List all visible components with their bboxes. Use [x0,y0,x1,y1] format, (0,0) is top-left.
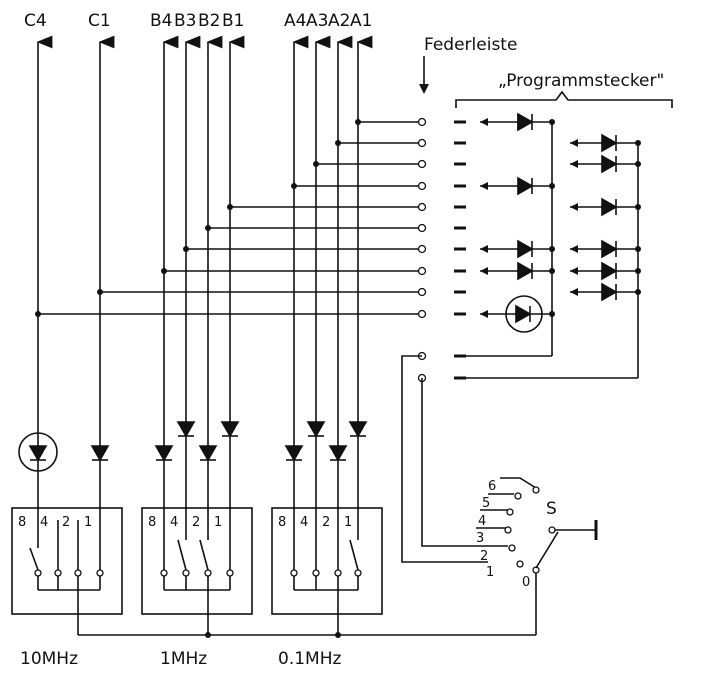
pos-label: 4 [170,515,178,530]
switch-block-10mhz: 8 4 2 1 10MHz [11,507,123,669]
federleiste-label: Federleiste [424,35,517,55]
federleiste-terminals [417,117,427,383]
block-label-1mhz: 1MHz [160,649,207,669]
pos-label: 2 [322,515,330,530]
federleiste-arrow [419,56,429,94]
switch-block-01mhz: 8 4 2 1 0.1MHz [271,507,383,669]
rotary-pos-4: 4 [478,514,486,529]
programmstecker-label: „Programmstecker" [498,71,664,91]
pos-label: 2 [62,515,70,530]
rotary-switch-label: S [546,499,557,519]
rotary-pos-0: 0 [522,575,530,590]
line-label-a1: A1 [350,11,372,31]
common-bus [78,572,537,638]
plug-pins [454,120,638,380]
line-label-a2: A2 [328,11,350,31]
junction-dots [35,119,361,317]
pos-label: 1 [214,515,222,530]
pos-label: 1 [344,515,352,530]
line-label-b3: B3 [174,11,196,31]
pos-label: 8 [278,515,286,530]
vertical-output-lines [36,35,373,470]
programmstecker-bracket [455,90,673,108]
line-label-c4: C4 [24,11,47,31]
pos-label: 1 [84,515,92,530]
line-label-b4: B4 [150,11,172,31]
plug-diode-column-1 [480,112,555,356]
pos-label: 4 [300,515,308,530]
selection-diodes [18,421,368,472]
line-label-a3: A3 [306,11,328,31]
pos-label: 4 [40,515,48,530]
rotary-pos-2: 2 [480,549,488,564]
rotary-switch-s: 6 5 4 3 2 1 0 S [401,355,598,590]
pos-label: 8 [148,515,156,530]
pos-label: 8 [18,515,26,530]
horizontal-connections [38,121,418,315]
diode-to-switch-wires [37,470,359,520]
pos-label: 2 [192,515,200,530]
rotary-pos-6: 6 [488,479,496,494]
plug-diode-column-2 [570,133,641,378]
switch-block-1mhz: 8 4 2 1 1MHz [141,507,253,669]
line-label-b2: B2 [198,11,220,31]
block-label-10mhz: 10MHz [20,649,78,669]
block-label-01mhz: 0.1MHz [278,649,341,669]
rotary-pos-3: 3 [476,531,484,546]
rotary-pos-5: 5 [482,496,490,511]
line-label-a4: A4 [284,11,306,31]
line-label-b1: B1 [222,11,244,31]
line-label-c1: C1 [88,11,111,31]
rotary-pos-1: 1 [486,565,494,580]
